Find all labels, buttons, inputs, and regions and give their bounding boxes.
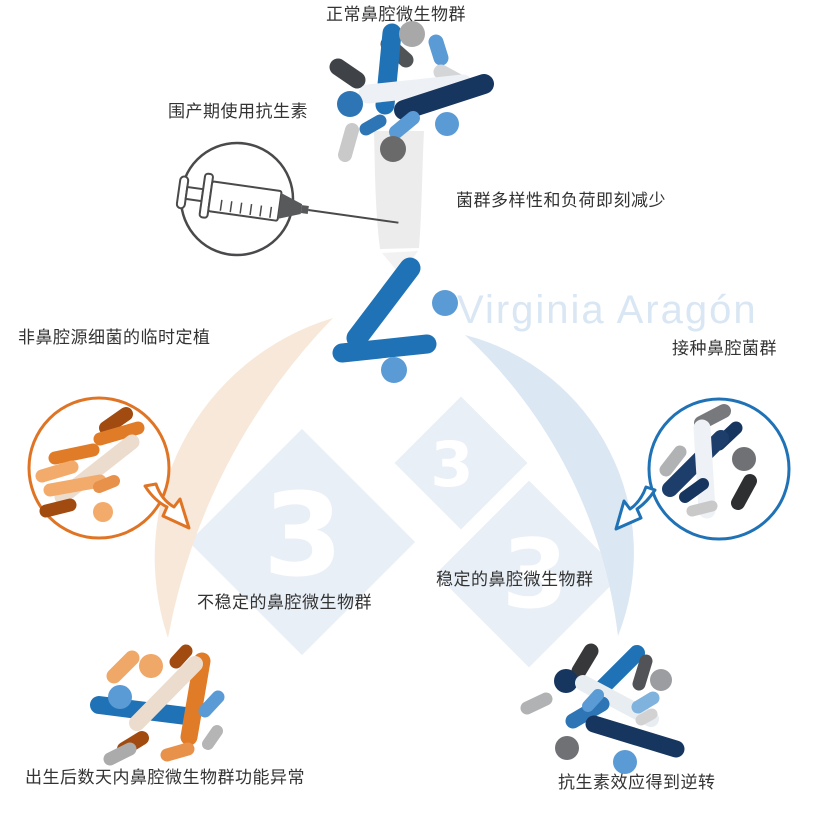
magnifier-inoculation xyxy=(614,397,791,541)
bacterium-rod xyxy=(428,34,449,66)
badge-digit: 3 xyxy=(430,428,473,501)
arrow-inoculation xyxy=(614,485,657,531)
bacterium-rod xyxy=(394,74,494,120)
badge-diamond xyxy=(188,428,416,656)
bacterium-rod xyxy=(693,419,716,519)
bacterium-rod xyxy=(332,334,437,363)
bacterium-rod xyxy=(520,692,553,715)
bacterium-rod xyxy=(662,430,729,497)
bacterium-rod xyxy=(160,742,195,762)
bacterium-rod xyxy=(565,696,610,729)
bacterium-rod xyxy=(198,690,225,718)
bacteria-cluster-stable xyxy=(520,643,685,774)
arc-stable-path xyxy=(465,335,634,636)
bacterium-coccus xyxy=(650,669,672,691)
label-normal-microbiota: 正常鼻腔微生物群 xyxy=(326,5,466,24)
bacterium-coccus xyxy=(108,685,132,709)
bacterium-rod xyxy=(106,650,140,684)
bacteria-cluster-inoculum xyxy=(659,404,757,519)
bacterium-rod xyxy=(631,691,660,714)
label-reversal: 抗生素效应得到逆转 xyxy=(558,773,716,792)
bacterium-rod xyxy=(129,656,203,731)
label-stable-microbiota: 稳定的鼻腔微生物群 xyxy=(436,570,594,589)
bacterium-coccus xyxy=(399,21,425,47)
bacterium-coccus xyxy=(381,357,407,383)
bacterium-coccus xyxy=(93,502,113,522)
bacterium-rod xyxy=(35,460,79,483)
bacterium-rod xyxy=(39,498,77,518)
label-unstable-microbiota: 不稳定的鼻腔微生物群 xyxy=(197,593,372,612)
bacterium-rod xyxy=(180,652,211,746)
label-transient-colonization: 非鼻腔源细菌的临时定植 xyxy=(18,328,211,347)
bacterium-coccus xyxy=(554,669,578,693)
bacterium-rod xyxy=(582,689,604,712)
bacterium-rod xyxy=(329,58,366,89)
bacterium-rod xyxy=(389,111,420,139)
badge-diamond xyxy=(394,396,528,530)
funnel-band xyxy=(374,131,424,249)
bacterium-coccus xyxy=(732,447,756,471)
bacterium-rod xyxy=(359,114,387,136)
label-inoculation: 接种鼻腔菌群 xyxy=(672,339,777,358)
magnifier-transient xyxy=(27,396,191,540)
bacteria-cluster-normal xyxy=(329,21,494,162)
bacterium-rod xyxy=(43,474,107,497)
plunger-rod xyxy=(184,185,205,203)
bacterium-rod xyxy=(93,475,120,493)
bacteria-cluster-transient xyxy=(35,407,145,522)
bacterium-coccus xyxy=(139,654,163,678)
bacterium-coccus xyxy=(432,290,458,316)
bacterium-coccus xyxy=(613,750,637,774)
bacteria-cluster-depleted xyxy=(332,257,458,383)
syringe-icon xyxy=(175,172,399,224)
bacterium-rod xyxy=(632,654,653,691)
bacterium-rod xyxy=(679,478,709,503)
bacterium-coccus xyxy=(380,136,406,162)
bacterium-rod xyxy=(99,407,133,435)
bacterium-rod xyxy=(571,643,599,679)
label-perinatal-antibiotic: 围产期使用抗生素 xyxy=(168,102,308,121)
bacterium-rod xyxy=(202,725,223,750)
bacterium-rod xyxy=(595,645,645,695)
bacterium-coccus xyxy=(337,91,363,117)
bacterium-coccus xyxy=(555,736,579,760)
syringe-barrel xyxy=(207,180,283,222)
bacteria-cluster-unstable xyxy=(90,644,225,766)
arc-unstable-path xyxy=(154,318,333,638)
bacterium-rod xyxy=(731,474,757,510)
bacterium-rod xyxy=(338,123,359,162)
bacterium-rod xyxy=(635,708,658,726)
syringe-tip xyxy=(300,205,309,214)
badge-digit: 3 xyxy=(502,520,568,630)
barrel-scale-ticks xyxy=(219,199,273,218)
bacterium-rod xyxy=(48,443,100,465)
badge-digit: 3 xyxy=(263,469,343,603)
syringe-lens xyxy=(175,141,399,257)
bacterium-rod xyxy=(585,715,685,758)
label-dysfunction: 出生后数天内鼻腔微生物群功能异常 xyxy=(25,768,305,787)
label-immediate-reduction: 菌群多样性和负荷即刻减少 xyxy=(456,191,666,210)
bacterium-rod xyxy=(346,257,421,349)
funnel-tip xyxy=(382,251,418,275)
bacterium-rod xyxy=(93,421,145,446)
bacterium-coccus xyxy=(435,112,459,136)
bacterium-rod xyxy=(659,445,687,477)
watermark-author: Virginia Aragón xyxy=(457,288,758,332)
bacterium-rod xyxy=(686,500,718,517)
lens-circle xyxy=(647,397,791,541)
arrow-transient xyxy=(143,482,191,530)
bacterium-rod xyxy=(169,644,193,669)
bacterium-rod xyxy=(103,742,137,766)
needle-line xyxy=(308,209,399,224)
syringe-hub xyxy=(277,193,303,219)
